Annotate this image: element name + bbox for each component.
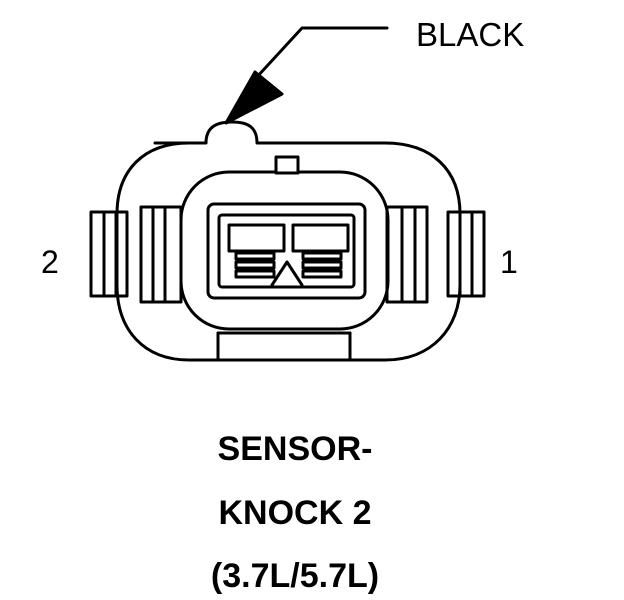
- connector-body-outline: [115, 120, 462, 362]
- terminal-1: [291, 223, 350, 279]
- cavity-divider: [270, 260, 304, 287]
- bottom-keyway: [216, 331, 352, 362]
- caption-line-2: KNOCK 2: [218, 494, 372, 532]
- caption-line-1: SENSOR-: [217, 430, 373, 468]
- leader-arrowhead: [224, 70, 284, 125]
- left-latch: [89, 205, 183, 304]
- leader-line: [254, 26, 389, 80]
- pin-2-label: 2: [41, 244, 59, 280]
- pin-1-label: 1: [500, 244, 518, 280]
- caption-line-3: (3.7L/5.7L): [210, 557, 380, 595]
- terminal-cavity: [206, 202, 367, 300]
- lock-nub: [274, 155, 300, 175]
- right-latch: [385, 205, 486, 304]
- wire-color-label: BLACK: [416, 16, 525, 53]
- terminal-2: [227, 223, 286, 279]
